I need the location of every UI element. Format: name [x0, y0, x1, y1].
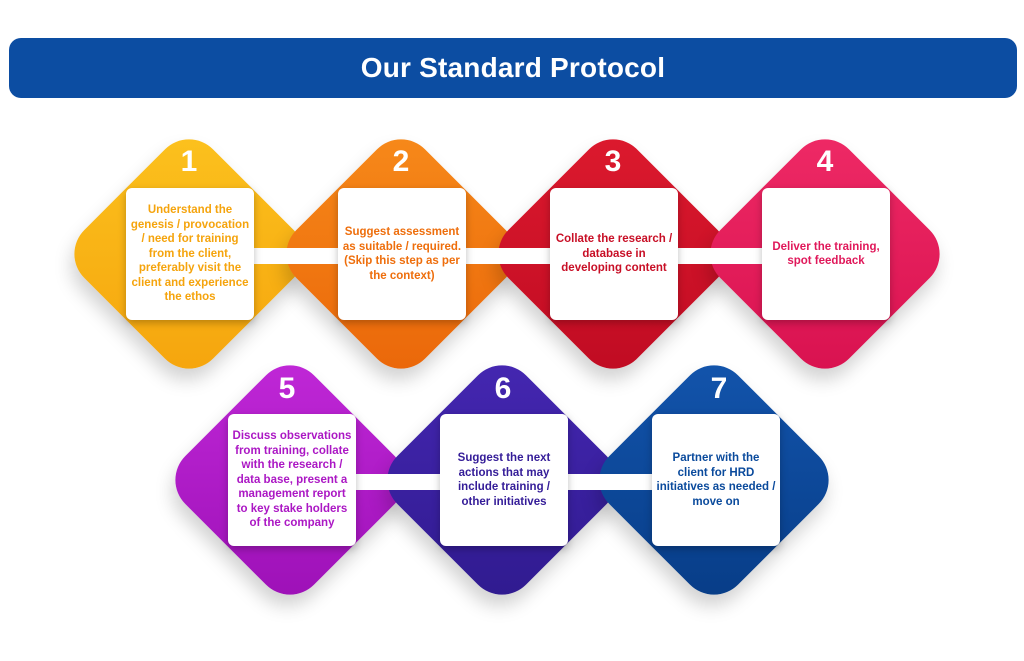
step-7-number: 7	[710, 372, 728, 405]
step-6-number: 6	[494, 372, 512, 405]
step-6-text: Suggest the next actions that may includ…	[457, 452, 551, 508]
step-2-text: Suggest assessment as suitable / require…	[342, 226, 462, 282]
step-4-text: Deliver the training, spot feedback	[772, 240, 880, 268]
step-7-text: Partner with the client for HRD initiati…	[656, 452, 776, 508]
step-5-card: Discuss observations from training, coll…	[228, 414, 356, 546]
step-5-number: 5	[278, 372, 296, 405]
title-banner: Our Standard Protocol	[9, 38, 1017, 98]
step-3-text: Collate the research / database in devel…	[555, 233, 673, 275]
step-3-number: 3	[604, 145, 622, 178]
page-title: Our Standard Protocol	[360, 52, 666, 83]
step-5-text: Discuss observations from training, coll…	[232, 430, 352, 530]
step-4-number: 4	[816, 145, 834, 178]
step-1-text: Understand the genesis / provocation / n…	[130, 204, 250, 304]
step-7-card: Partner with the client for HRD initiati…	[652, 414, 780, 546]
step-4-card: Deliver the training, spot feedback	[762, 188, 890, 320]
step-1-number: 1	[180, 145, 198, 178]
step-2-card: Suggest assessment as suitable / require…	[338, 188, 466, 320]
connector-row1	[170, 248, 840, 264]
step-6-card: Suggest the next actions that may includ…	[440, 414, 568, 546]
step-2-number: 2	[392, 145, 410, 178]
step-3-card: Collate the research / database in devel…	[550, 188, 678, 320]
step-1-card: Understand the genesis / provocation / n…	[126, 188, 254, 320]
